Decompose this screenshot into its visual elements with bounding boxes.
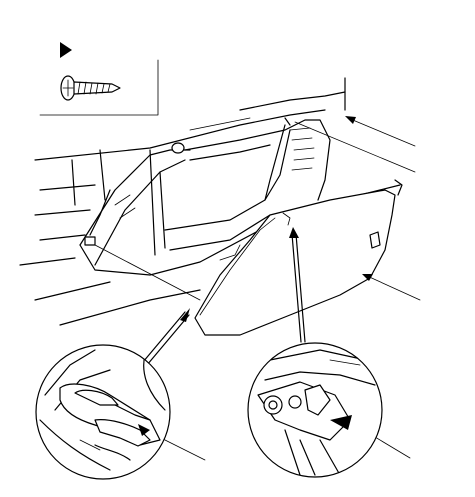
legend-frame (39, 59, 159, 116)
callouts (94, 116, 421, 461)
clip-left (84, 236, 96, 246)
callout-line-clip (94, 244, 201, 301)
callout-line-body (347, 117, 416, 147)
arrowhead-pointer-icon (60, 42, 72, 58)
arrow-to-clip-detail (142, 311, 186, 363)
engine-undercover-upper (79, 117, 403, 276)
shield-tab (369, 231, 381, 249)
arrow-to-tab-detail (291, 233, 302, 343)
callout-line-bracket (294, 121, 416, 173)
self-tapping-screw-icon (60, 75, 121, 101)
clip-detail (35, 344, 171, 480)
fastener-legend (39, 42, 159, 116)
callout-line-shield (364, 274, 421, 301)
tab-detail (247, 342, 383, 478)
splash-shield (194, 189, 396, 336)
clip-top (171, 142, 185, 154)
vehicle-body (19, 77, 346, 326)
